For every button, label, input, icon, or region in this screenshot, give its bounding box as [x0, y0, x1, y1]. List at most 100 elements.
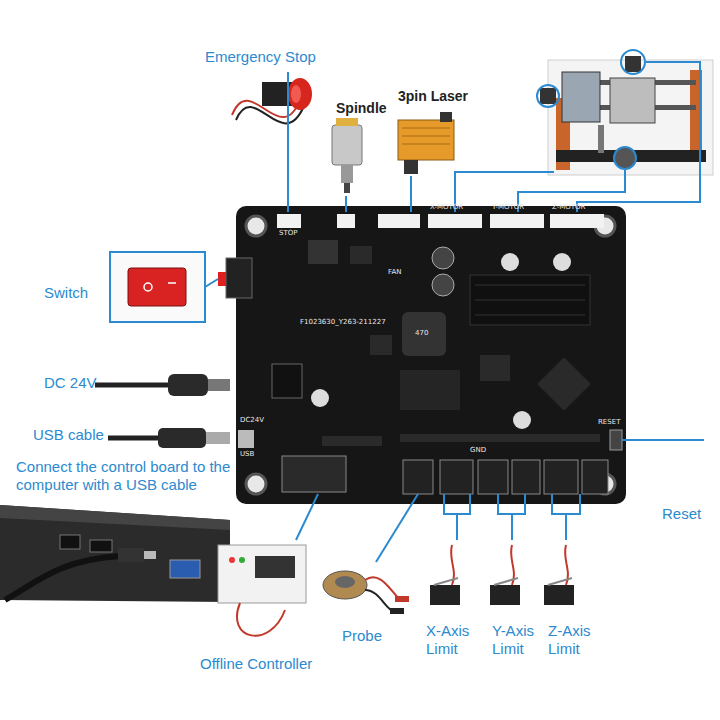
control-board	[370, 335, 392, 355]
silkscreen-text: Y-MOTOR	[492, 203, 524, 211]
leader-line	[205, 62, 704, 562]
control-board	[322, 436, 382, 446]
control-board	[582, 460, 608, 494]
cnc-machine	[548, 60, 713, 175]
control-board	[544, 460, 578, 494]
control-board	[470, 275, 590, 325]
silkscreen-text: X-MOTOR	[430, 203, 463, 211]
laser-module	[402, 136, 450, 137]
spindle	[332, 118, 362, 193]
limit-switch	[434, 578, 458, 585]
control-board	[512, 460, 540, 494]
control-board	[218, 272, 226, 286]
control-board	[475, 315, 585, 316]
limit-switch	[430, 585, 460, 605]
cnc-machine	[598, 125, 604, 153]
dc-cable	[95, 383, 170, 388]
laptop-photo	[0, 505, 230, 602]
control-board	[337, 214, 355, 228]
leader-line	[498, 494, 525, 514]
control-board	[550, 214, 604, 228]
control-board	[480, 355, 510, 381]
silkscreen-text: RESET	[598, 418, 620, 426]
control-board	[475, 300, 585, 301]
leader-line	[296, 494, 318, 540]
control-board	[501, 253, 519, 271]
spindle	[341, 165, 353, 183]
control-board	[537, 357, 591, 411]
limit-switch	[494, 578, 518, 585]
usb-cable	[206, 432, 230, 444]
control-board	[308, 240, 338, 264]
laptop-photo	[60, 535, 80, 549]
control-board	[226, 258, 252, 298]
control-board	[282, 456, 346, 492]
control-board	[218, 206, 626, 504]
cnc-machine	[610, 78, 655, 123]
leader-line	[577, 62, 700, 212]
switch-photo	[128, 268, 186, 306]
part-label: Probe	[342, 627, 382, 645]
switch-photo	[144, 283, 152, 291]
part-label: Reset	[662, 505, 701, 523]
control-board	[277, 214, 301, 228]
control-board	[432, 274, 454, 296]
limit-switch	[548, 578, 572, 585]
probe	[323, 571, 409, 614]
part-label: Spindle	[336, 100, 387, 117]
control-board	[402, 312, 446, 356]
switch-photo	[110, 252, 205, 322]
laser-module	[402, 144, 450, 145]
control-board	[403, 460, 433, 494]
cnc-machine	[614, 147, 636, 169]
silkscreen-text: USB	[240, 450, 254, 458]
silkscreen-text: STOP	[279, 229, 297, 237]
laptop-photo	[170, 560, 200, 578]
silkscreen-text: DC24V	[240, 416, 264, 424]
silkscreen-text: GND	[470, 446, 486, 454]
part-label: Offline Controller	[200, 655, 312, 673]
laptop-photo	[5, 556, 120, 600]
probe	[390, 608, 404, 614]
emergency-stop	[291, 85, 301, 103]
part-label: Emergency Stop	[205, 48, 316, 66]
part-label: USB cable	[33, 426, 104, 444]
control-board	[246, 474, 266, 494]
leader-line	[565, 514, 567, 540]
control-board	[490, 214, 544, 228]
leader-line	[622, 439, 704, 441]
offline-controller	[229, 557, 235, 563]
probe	[335, 576, 355, 588]
usb-cable	[158, 428, 206, 448]
laser-module	[398, 112, 454, 174]
control-board	[350, 246, 372, 264]
leader-line	[552, 494, 580, 514]
laptop-photo	[144, 551, 156, 559]
laptop-photo	[118, 548, 144, 562]
laser-module	[440, 112, 452, 122]
leader-line	[205, 279, 218, 287]
spindle	[344, 183, 350, 193]
control-board	[428, 214, 482, 228]
cnc-machine	[537, 85, 559, 107]
offline-controller	[218, 545, 306, 603]
leader-line	[410, 176, 412, 212]
part-label: X-Axis Limit	[426, 622, 484, 658]
control-board	[440, 460, 473, 494]
leader-line	[345, 196, 347, 212]
laser-module	[398, 120, 454, 160]
switch-photo	[110, 252, 205, 322]
control-board	[246, 216, 266, 236]
part-label: Y-Axis Limit	[492, 622, 550, 658]
control-board	[400, 434, 600, 442]
leader-line	[518, 170, 625, 212]
offline-controller	[255, 556, 295, 578]
control-board	[513, 411, 531, 429]
dc-cable	[95, 374, 230, 396]
probe	[395, 596, 409, 602]
note-text: Connect the control board to the compute…	[16, 458, 242, 494]
silkscreen-text: 470	[415, 329, 428, 337]
control-board	[236, 206, 626, 504]
control-board	[432, 247, 454, 269]
switch-photo	[168, 282, 176, 284]
